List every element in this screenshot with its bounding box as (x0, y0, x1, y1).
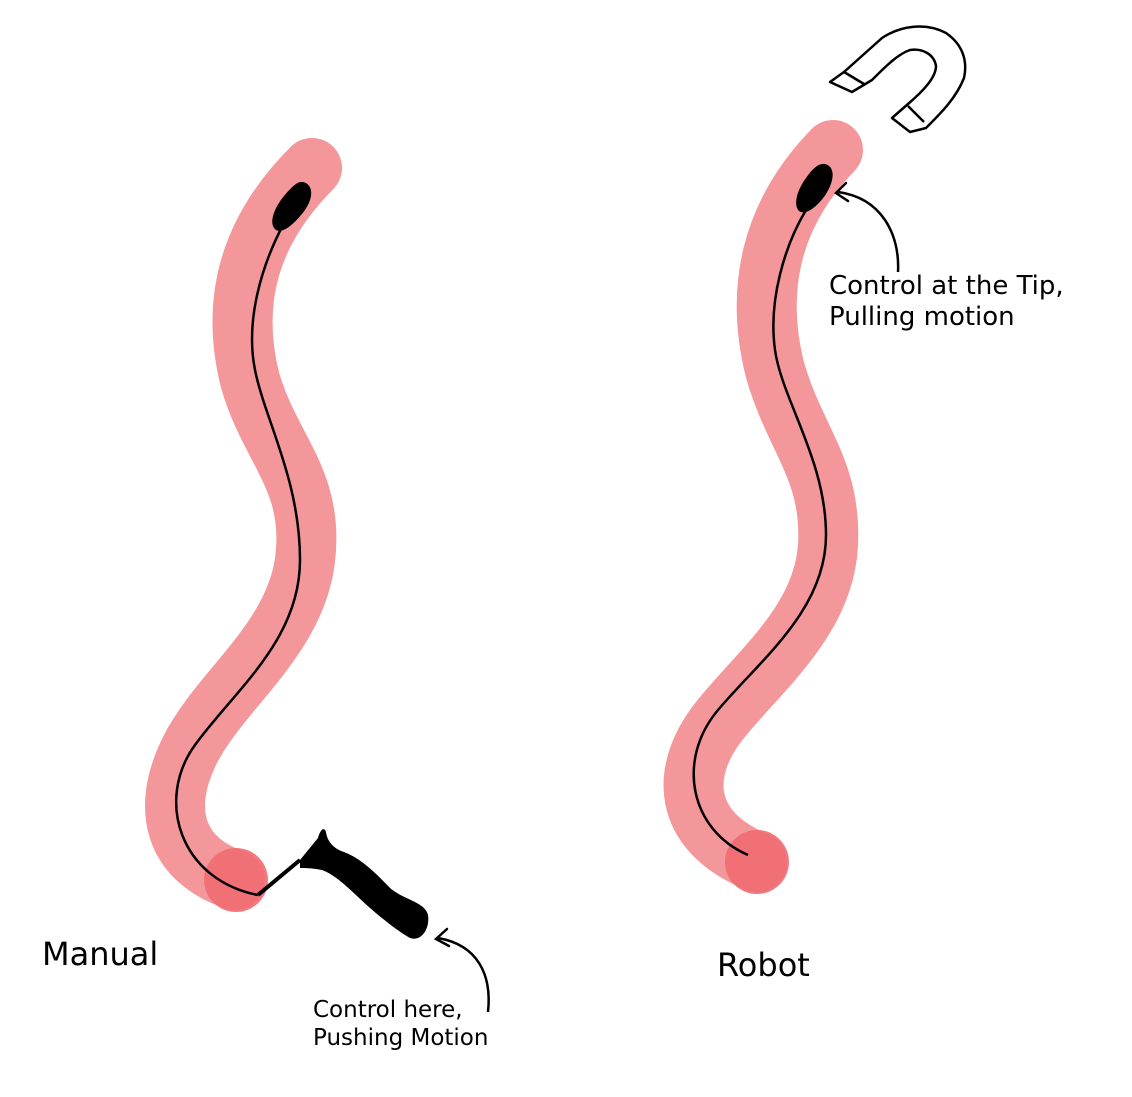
catheter-handle-icon (256, 829, 429, 939)
robot-arrowhead (834, 181, 850, 203)
manual-panel (145, 138, 490, 1013)
robot-catheter-tip (796, 163, 833, 213)
robot-vessel-entry (725, 830, 789, 894)
manual-vessel (145, 138, 342, 910)
robot-title: Robot (717, 946, 810, 984)
robot-arrow (837, 190, 900, 273)
manual-note-line2: Pushing Motion (313, 1024, 489, 1051)
robot-note: Control at the Tip, Pulling motion (829, 271, 1064, 333)
manual-vessel-entry (204, 848, 268, 912)
manual-guidewire (174, 224, 302, 897)
manual-title: Manual (42, 935, 159, 973)
robot-note-line2: Pulling motion (829, 302, 1015, 333)
robot-vessel (663, 120, 863, 892)
horseshoe-magnet-icon (828, 25, 967, 134)
manual-arrowhead (433, 927, 451, 948)
manual-catheter-tip (272, 181, 312, 231)
robot-panel (663, 25, 967, 894)
robot-guidewire (692, 209, 828, 857)
robot-note-line1: Control at the Tip, (829, 271, 1064, 301)
manual-arrow (437, 936, 490, 1013)
manual-note-line1: Control here, (313, 997, 463, 1023)
manual-note: Control here, Pushing Motion (313, 997, 488, 1052)
